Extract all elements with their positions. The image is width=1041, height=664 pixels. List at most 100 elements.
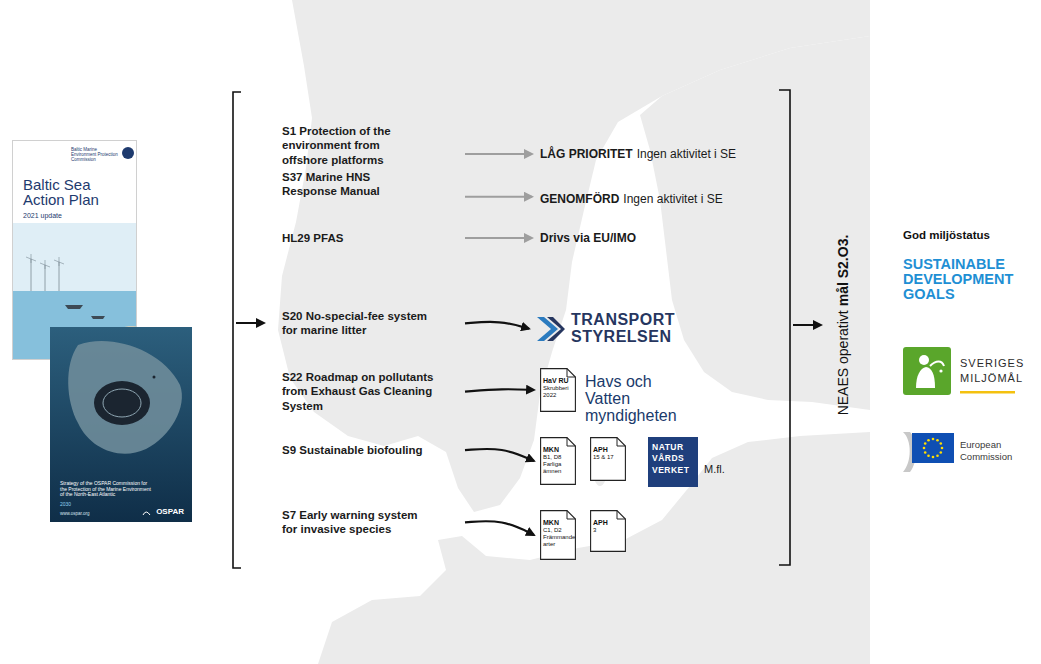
miljomal-icon	[919, 355, 929, 365]
document-outline	[591, 438, 626, 481]
label-holder: NEAES operativt	[835, 310, 851, 415]
agency-logo: NATUR VÅRDS VERKET	[648, 437, 698, 487]
cover-illustration	[91, 316, 105, 319]
action-item: S7 Early warning system for invasive spe…	[282, 508, 460, 537]
label-holder: mål S2.O3.	[835, 235, 851, 307]
cover-logo-text: OSPAR	[156, 507, 184, 516]
document-fold	[567, 369, 575, 377]
document-outline	[541, 369, 576, 412]
document-outline	[541, 511, 576, 560]
cover-illustration	[54, 257, 64, 266]
arrow-connector	[465, 389, 534, 391]
left-bracket	[233, 92, 241, 568]
cover-illustration	[153, 376, 156, 379]
miljomal-icon	[939, 369, 942, 372]
document-outline	[541, 438, 576, 485]
label-holder: European Commission	[960, 439, 1012, 463]
action-item-text: S7 Early warning system for invasive spe…	[282, 508, 432, 537]
ec-logo	[923, 447, 926, 450]
status-note: Ingen aktivitet i SE	[623, 192, 722, 206]
document-fold	[617, 511, 625, 519]
ec-logo	[932, 438, 935, 441]
doc-code: APH	[593, 446, 623, 454]
doc-detail: Skrubberi 2022	[543, 385, 573, 399]
arrow-connector	[465, 521, 534, 535]
document-fold	[617, 438, 625, 446]
action-item-text: S1 Protection of the environment from of…	[282, 124, 414, 167]
doc-detail: C1, D2 Främmande arter	[543, 527, 573, 548]
cover-title: Baltic Sea Action Plan	[23, 177, 118, 209]
action-item: HL29 PFAS	[282, 231, 460, 245]
scandinavia-land	[278, 0, 870, 512]
action-item-text: S22 Roadmap on pollutants from Exhaust G…	[282, 370, 434, 413]
logo-text: SUSTAINABLE DEVELOPMENT GOALS	[903, 257, 1013, 303]
goal-label: NEAES operativt	[835, 310, 851, 415]
cover-title: Strategy of the OSPAR Commission for the…	[60, 481, 155, 498]
label-holder: SVERIGES MILJÖMÅL	[960, 356, 1024, 386]
ec-logo	[941, 447, 944, 450]
ec-logo	[923, 438, 944, 459]
arrow-connector	[465, 449, 534, 461]
ec-logo	[940, 442, 943, 445]
document-icon: MKNB1, D8 Farliga ämnen	[540, 437, 576, 485]
goal-label: mål S2.O3.	[835, 235, 851, 307]
cover-illustration	[65, 305, 83, 309]
document-fold	[567, 511, 575, 519]
cover-illustration	[31, 259, 32, 291]
cover-year: 2030	[60, 501, 184, 507]
cover-illustration	[94, 381, 150, 425]
miljomal-bar	[960, 391, 1015, 394]
cover-illustration	[103, 389, 141, 417]
status-keyword: LÅG PRIORITET	[540, 147, 633, 161]
bracket-arrow	[793, 324, 821, 326]
ec-logo	[936, 455, 939, 458]
document-outline	[591, 511, 626, 552]
miljomal-icon	[903, 347, 951, 395]
doc-code: MKN	[543, 519, 573, 527]
cover-subtitle: 2021 update	[23, 212, 136, 219]
ec-logo	[940, 451, 943, 454]
doc-code: APH	[593, 519, 623, 527]
label-holder: M.fl.	[704, 463, 725, 475]
arrow-connector	[465, 196, 532, 198]
status-keyword: Drivs via EU/IMO	[540, 231, 636, 245]
logo-text: SVERIGES MILJÖMÅL	[960, 356, 1024, 386]
cover-illustration	[40, 260, 50, 269]
agency-logo-icon	[547, 317, 565, 341]
document-icon: HaV RUSkrubberi 2022	[540, 368, 576, 412]
miljomal-icon	[903, 347, 951, 395]
doc-code: MKN	[543, 446, 573, 454]
report-cover: Strategy of the OSPAR Commission for the…	[50, 327, 192, 522]
arrow-connector	[465, 322, 529, 329]
action-item-text: S37 Marine HNS Response Manual	[282, 170, 404, 199]
arrow-connector	[465, 237, 532, 239]
cover-illustration	[122, 147, 134, 159]
agency-logo-text: NATUR VÅRDS VERKET	[652, 442, 689, 476]
ec-logo	[912, 433, 954, 463]
document-fold	[567, 438, 575, 446]
agency-logo-icon	[535, 315, 565, 343]
action-item: S9 Sustainable biofouling	[282, 443, 460, 457]
ec-logo	[932, 456, 935, 459]
agency-logo: TRANSPORT STYRELSEN	[535, 312, 675, 346]
doc-code: HaV RU	[543, 377, 573, 385]
continent-land	[318, 432, 870, 664]
right-bracket	[779, 90, 790, 565]
ec-logo	[903, 432, 954, 472]
ec-logo	[927, 455, 930, 458]
cover-illustration	[13, 223, 137, 293]
status-text: GENOMFÖRDIngen aktivitet i SE	[540, 192, 723, 206]
document-icon: APH3	[590, 510, 626, 552]
cover-illustration	[143, 512, 150, 515]
action-item: S20 No-special-fee system for marine lit…	[282, 309, 460, 338]
action-item-text: HL29 PFAS	[282, 231, 452, 245]
ec-logo	[927, 439, 930, 442]
status-text: Drivs via EU/IMO	[540, 231, 636, 245]
agency-logo: Havs och Vatten myndigheten	[585, 374, 697, 424]
cover-illustration	[68, 341, 182, 454]
heading-label: God miljöstatus	[903, 229, 990, 241]
cover-publisher: Baltic Marine Environment Protection Com…	[71, 147, 118, 163]
label-holder: SUSTAINABLE DEVELOPMENT GOALS	[903, 257, 1013, 303]
action-item-text: S9 Sustainable biofouling	[282, 443, 457, 457]
